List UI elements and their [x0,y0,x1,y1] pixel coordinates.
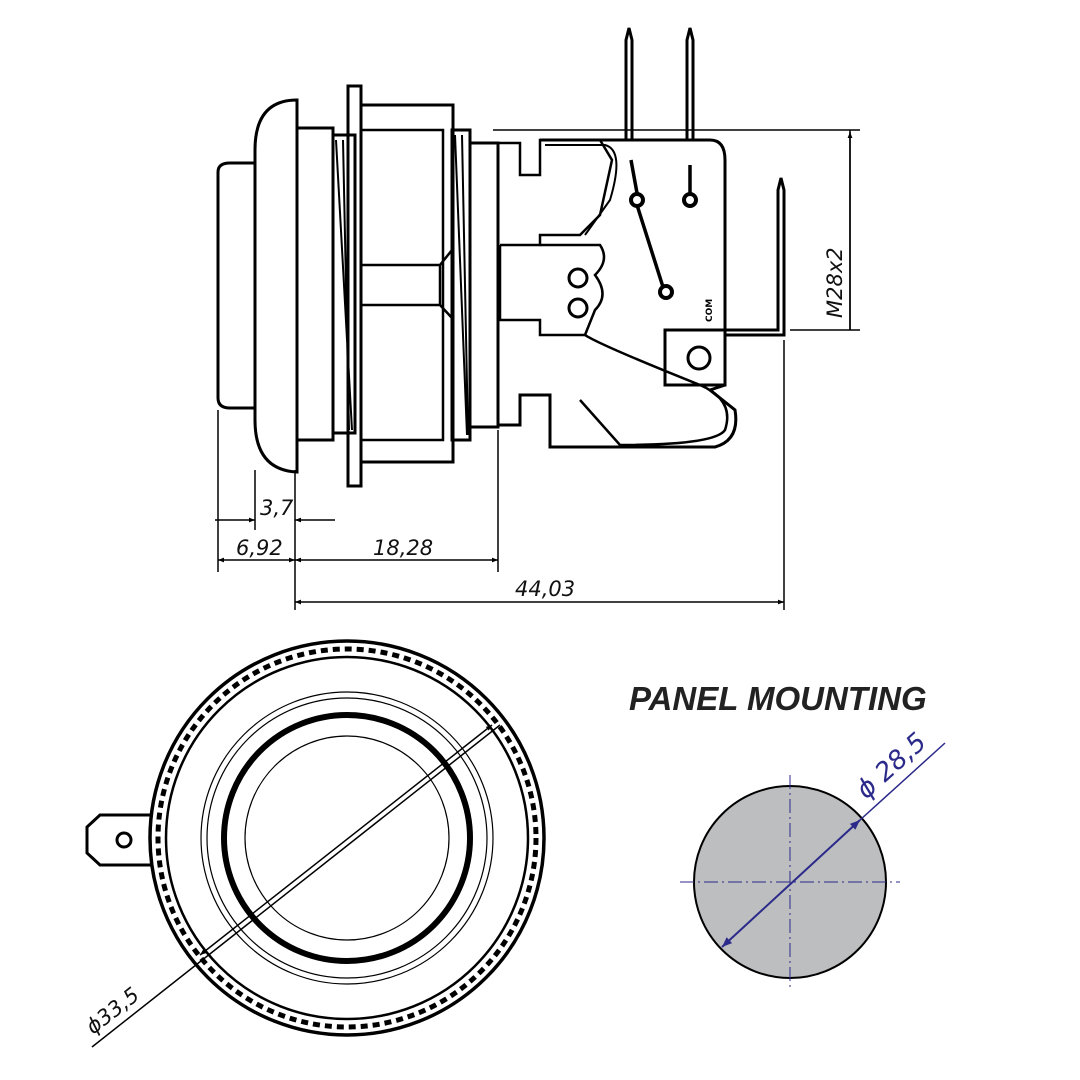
side-view [216,27,786,488]
collar [295,126,335,442]
plunger [216,161,257,410]
com-terminal-block [663,328,727,387]
panel-cutout [680,742,946,990]
dimension-lines [215,129,860,610]
dim-44-03: 44,03 [515,577,575,601]
dim-6-92: 6,92 [236,536,283,560]
terminal-pin-com [725,177,786,337]
side-terminal [85,813,152,867]
thread-dimension: M28x2 [823,247,847,318]
microswitch-housing [498,138,738,449]
panel-mounting-title: PANEL MOUNTING [629,680,927,717]
dim-3-7: 3,7 [260,496,294,520]
terminal-pin-1 [624,27,634,140]
terminal-pin-2 [685,27,695,140]
switch-base [468,141,500,429]
bezel [253,98,299,474]
com-label: COM [705,299,715,322]
front-view [85,639,546,1048]
thread-body [331,133,357,435]
dim-18-28: 18,28 [373,536,433,560]
